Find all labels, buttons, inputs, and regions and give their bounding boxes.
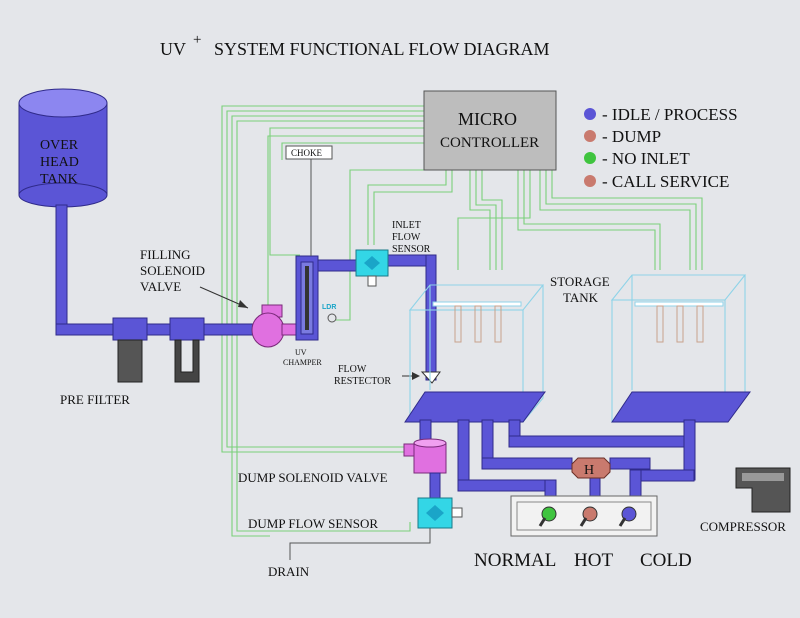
dump-solenoid-valve [403, 438, 447, 474]
legend-label-idle: - IDLE / PROCESS [602, 105, 738, 124]
ldr-label: LDR [322, 304, 336, 311]
tap-normal-label: NORMAL [474, 550, 556, 571]
flow-restrictor-label-line1: FLOW [338, 364, 367, 375]
legend-dot-call-service [584, 175, 596, 187]
micro-controller-label-line1: MICRO [458, 109, 517, 129]
pre-filter-label: PRE FILTER [60, 392, 130, 407]
uv-chamber-label-line1: UV [295, 348, 307, 357]
legend-dot-no-inlet [584, 152, 596, 164]
diagram-title: SYSTEM FUNCTIONAL FLOW DIAGRAM [214, 39, 550, 59]
uv-chamber-label-line2: CHAMPER [283, 358, 322, 367]
storage-tank-label-line2: TANK [563, 290, 599, 305]
tap-hot [579, 506, 598, 527]
storage-tank-1 [404, 284, 546, 423]
inlet-flow-label-line1: INLET [392, 220, 421, 231]
ldr-icon [327, 313, 337, 323]
filling-valve-pointer-head [238, 300, 248, 308]
legend: - IDLE / PROCESS - DUMP - NO INLET - CAL… [584, 105, 738, 191]
inlet-flow-label-line2: FLOW [392, 232, 421, 243]
drain-line [289, 528, 431, 560]
legend-label-dump: - DUMP [602, 127, 661, 146]
legend-label-call-service: - CALL SERVICE [602, 172, 729, 191]
overhead-tank-label-line2: HEAD [40, 155, 79, 170]
heater-label: H [584, 463, 594, 478]
diagram-title-superscript: + [193, 32, 201, 48]
storage-tank-2 [610, 274, 751, 423]
legend-label-no-inlet: - NO INLET [602, 149, 690, 168]
flow-restrictor-label-line2: RESTECTOR [334, 376, 391, 387]
pre-filter-2 [169, 317, 205, 383]
choke-box [285, 145, 333, 160]
diagram-title-prefix: UV [160, 39, 186, 59]
filling-solenoid-valve [251, 304, 297, 348]
choke-label: CHOKE [291, 148, 323, 158]
outlet-pipes [419, 419, 696, 497]
inlet-flow-sensor [355, 249, 389, 287]
filling-valve-label-line2: SOLENOID [140, 263, 205, 278]
flow-restrictor-pointer-head [412, 372, 420, 380]
flow-restrictor [420, 371, 441, 384]
tap-hot-label: HOT [574, 550, 613, 571]
micro-controller-label-line2: CONTROLLER [440, 135, 539, 151]
compressor-label: COMPRESSOR [700, 519, 786, 534]
signal-wires [221, 105, 703, 537]
filling-valve-label-line3: VALVE [140, 279, 181, 294]
overhead-tank: OVER HEAD TANK [18, 88, 108, 208]
heater: H [571, 457, 611, 479]
drain-label: DRAIN [268, 564, 310, 579]
dump-pipe [429, 472, 441, 501]
storage-tank-label-line1: STORAGE [550, 274, 610, 289]
dump-flow-sensor [417, 497, 463, 529]
micro-controller: MICRO CONTROLLER [423, 90, 557, 171]
uv-chamber [295, 255, 319, 341]
inlet-flow-label-line3: SENSOR [392, 244, 431, 255]
compressor [735, 467, 791, 513]
filling-valve-label-line1: FILLING [140, 247, 191, 262]
legend-dot-dump [584, 130, 596, 142]
tap-cold-label: COLD [640, 550, 692, 571]
tap-normal [538, 506, 557, 527]
dump-valve-label: DUMP SOLENOID VALVE [238, 470, 388, 485]
tap-cold [618, 506, 637, 527]
overhead-tank-label-line1: OVER [40, 138, 79, 153]
dump-sensor-label: DUMP FLOW SENSOR [248, 516, 378, 531]
pre-filter-1 [112, 317, 148, 383]
legend-dot-idle [584, 108, 596, 120]
overhead-tank-label-line3: TANK [40, 172, 78, 187]
